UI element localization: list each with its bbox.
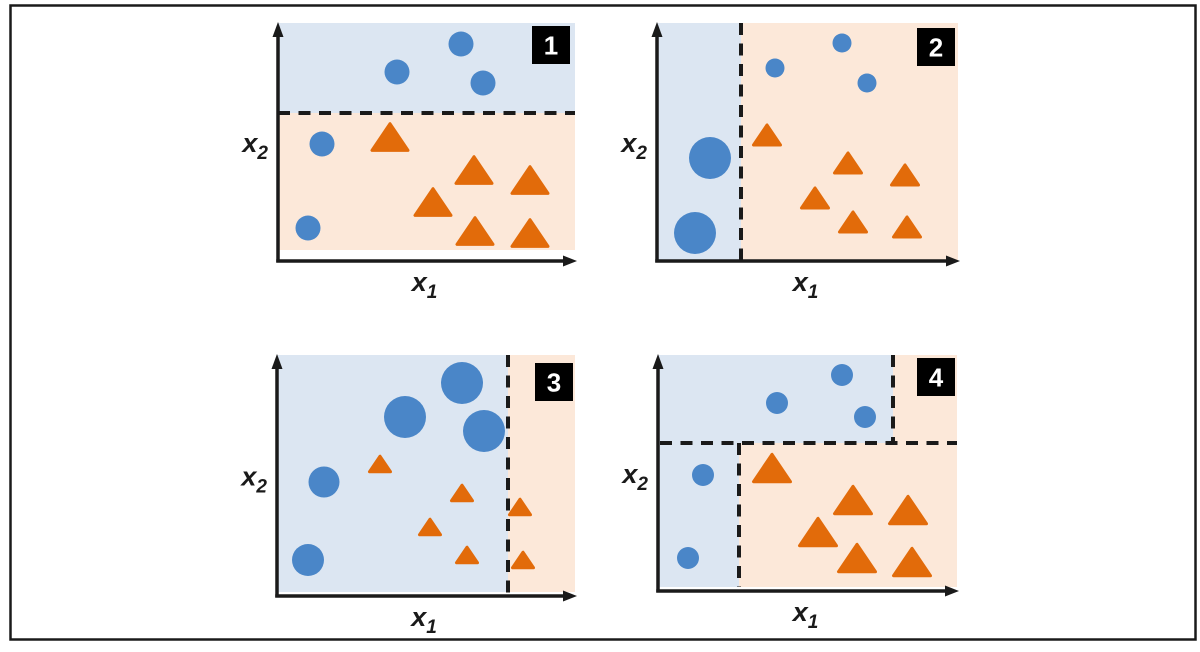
step-badge-number: 1 <box>544 31 558 61</box>
y-axis-label: x2 <box>240 128 268 164</box>
decision-region-blue <box>658 443 739 587</box>
y-axis-arrow-icon <box>652 354 664 369</box>
data-point-circle <box>766 392 788 414</box>
data-point-circle <box>308 466 340 498</box>
x-axis-arrow-icon <box>563 255 577 267</box>
data-point-triangle <box>455 545 479 565</box>
panel-1: 1 x2 x1 <box>240 22 577 303</box>
x-axis-label: x1 <box>409 602 437 638</box>
data-point-circle <box>831 364 853 386</box>
data-point-triangle <box>833 484 873 516</box>
step-badge <box>917 358 955 396</box>
y-axis-label: x2 <box>619 128 647 164</box>
x-axis-arrow-icon <box>945 585 959 597</box>
data-point-circle <box>674 212 716 254</box>
x-axis-label: x1 <box>410 267 438 303</box>
data-point-triangle <box>508 497 532 517</box>
figure-border-frame <box>9 4 1197 641</box>
data-point-circle <box>857 73 877 93</box>
step-badge-number: 4 <box>929 363 944 393</box>
data-point-circle <box>309 131 335 157</box>
data-point-triangle <box>450 483 474 503</box>
data-point-triangle <box>752 123 782 147</box>
panel-2: 2 x2 x1 <box>619 22 960 303</box>
y-axis-label: x2 <box>239 462 267 498</box>
step-badge <box>917 28 955 66</box>
data-point-circle <box>463 410 505 452</box>
data-point-circle <box>692 464 714 486</box>
data-point-triangle <box>892 546 932 578</box>
data-point-triangle <box>837 542 877 574</box>
data-point-triangle <box>800 186 830 210</box>
step-badge <box>532 26 570 64</box>
data-point-circle <box>765 58 785 78</box>
data-point-triangle <box>454 155 494 185</box>
data-point-triangle <box>510 165 550 195</box>
y-axis-arrow-icon <box>651 22 663 37</box>
data-point-triangle <box>413 187 453 217</box>
panel-3: 3 x2 x1 <box>239 354 577 638</box>
data-point-circle <box>384 396 426 438</box>
data-point-triangle <box>368 454 392 474</box>
step-badge <box>535 363 573 401</box>
data-point-triangle <box>833 151 863 175</box>
data-point-circle <box>832 33 852 53</box>
data-point-circle <box>689 137 731 179</box>
y-axis-arrow-icon <box>271 354 283 369</box>
x-axis-label: x1 <box>791 597 819 633</box>
data-point-triangle <box>892 215 922 239</box>
y-axis-label: x2 <box>620 459 648 495</box>
data-point-triangle <box>888 494 928 526</box>
data-point-triangle <box>455 216 495 246</box>
data-point-triangle <box>752 452 792 484</box>
step-badge-number: 3 <box>547 368 561 398</box>
x-axis-arrow-icon <box>563 590 577 602</box>
data-point-circle <box>441 362 483 404</box>
step-badge-number: 2 <box>929 33 943 63</box>
x-axis-label: x1 <box>791 267 819 303</box>
data-point-circle <box>854 406 876 428</box>
data-point-triangle <box>798 516 838 548</box>
x-axis-arrow-icon <box>946 255 960 267</box>
data-point-triangle <box>511 550 535 570</box>
data-point-circle <box>384 59 410 85</box>
data-point-circle <box>677 547 699 569</box>
data-point-triangle <box>890 163 920 187</box>
data-point-triangle <box>838 210 868 234</box>
data-point-circle <box>292 544 324 576</box>
data-point-circle <box>448 31 474 57</box>
data-point-circle <box>470 70 496 96</box>
panel-4: 4 x2 x1 <box>620 354 959 633</box>
data-point-triangle <box>370 122 410 152</box>
data-point-circle <box>295 215 321 241</box>
decision-region-blue <box>278 23 575 113</box>
data-point-triangle <box>510 218 550 248</box>
y-axis-arrow-icon <box>272 22 284 37</box>
data-point-triangle <box>418 517 442 537</box>
